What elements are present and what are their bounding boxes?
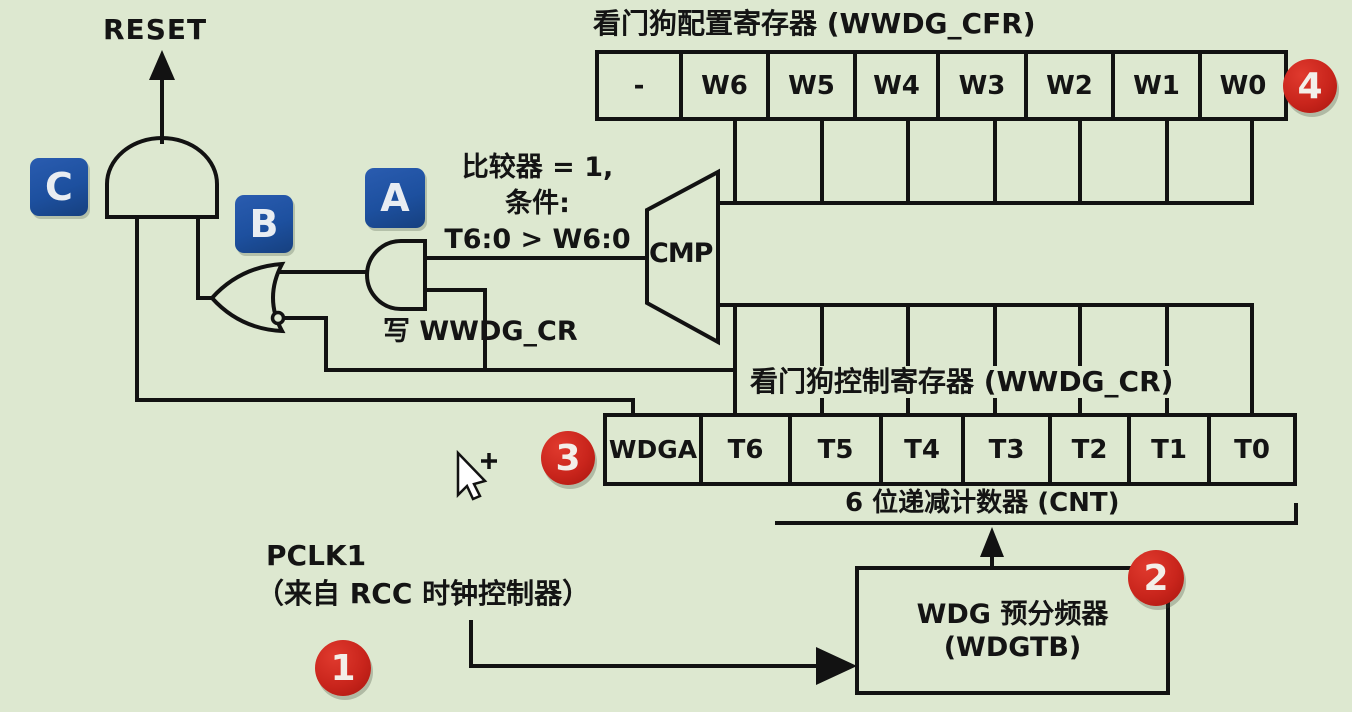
condition-line-1: 比较器 = 1, (461, 152, 614, 183)
cfr-cell: W5 (770, 54, 857, 117)
gate-b-output-wire (196, 215, 214, 300)
cmp-comparator (645, 168, 720, 346)
cnt-arrowhead (980, 527, 1004, 557)
callout-1-badge: 1 (315, 640, 371, 696)
write-wwdg-cr-label: 写 WWDG_CR (383, 316, 578, 347)
callout-4-badge: 4 (1283, 59, 1337, 113)
cr-cell: T3 (965, 417, 1052, 482)
callout-3-badge: 3 (541, 431, 595, 485)
cr-register-title: 看门狗控制寄存器 (WWDG_CR) (745, 365, 1179, 399)
wdga-wire (135, 215, 635, 414)
pclk1-wire (469, 620, 820, 668)
wwdg-cfr-register: - W6 W5 W4 W3 W2 W1 W0 (595, 50, 1288, 121)
cfr-cell: - (599, 54, 683, 117)
cr-cell: T6 (703, 417, 792, 482)
pclk1-label: PCLK1 (266, 539, 367, 572)
cfr-cell: W6 (683, 54, 770, 117)
cr-cell: T2 (1052, 417, 1131, 482)
callout-a-badge: A (365, 168, 425, 228)
cr-bit-lines (733, 303, 1254, 415)
prescaler-line-2: (WDGTB) (943, 631, 1082, 663)
cr-cell: T0 (1234, 434, 1270, 465)
condition-line-2: 条件: (505, 188, 570, 219)
t6-tap-wire (282, 316, 737, 372)
and-gate-a (365, 239, 427, 311)
reset-label: RESET (103, 13, 208, 46)
callout-b-badge: B (235, 195, 293, 253)
prescaler-label: WDG 预分频器 (WDGTB) (857, 568, 1168, 693)
cnt-label: 6 位递减计数器 (CNT) (845, 488, 1120, 518)
cfr-register-title: 看门狗配置寄存器 (WWDG_CFR) (593, 7, 1036, 40)
cr-cell: T4 (883, 417, 965, 482)
inverter-bubble (270, 310, 286, 326)
pclk1-source-label: （来自 RCC 时钟控制器） (256, 577, 591, 610)
pclk1-arrowhead (816, 647, 857, 685)
cfr-bit-lines (733, 119, 1254, 205)
reset-arrowhead (149, 50, 175, 80)
cursor-icon (456, 449, 497, 501)
or-gate-b (209, 261, 286, 334)
cfr-cell: W2 (1028, 54, 1115, 117)
wwdg-cr-register: WDGA T6 T5 T4 T3 T2 T1 T0 (603, 413, 1297, 486)
cr-cell: T1 (1131, 417, 1211, 482)
condition-line-3: T6:0 > W6:0 (444, 224, 631, 255)
callout-c-badge: C (30, 158, 88, 216)
prescaler-box (855, 566, 1170, 695)
cfr-cell: W0 (1219, 70, 1267, 101)
cfr-cell: W3 (940, 54, 1028, 117)
and-gate-c (105, 136, 219, 219)
cfr-cell: W4 (857, 54, 940, 117)
write-wwdg-cr-wire (423, 288, 487, 372)
cmp-label: CMP (649, 238, 713, 269)
callout-2-badge: 2 (1128, 550, 1184, 606)
prescaler-line-1: WDG 预分频器 (916, 598, 1109, 630)
cfr-cell: W1 (1115, 54, 1202, 117)
comparator-condition: 比较器 = 1, 条件: T6:0 > W6:0 (420, 150, 655, 258)
cr-cell: WDGA (607, 417, 703, 482)
cnt-bracket (775, 503, 1298, 525)
cr-cell: T5 (792, 417, 883, 482)
